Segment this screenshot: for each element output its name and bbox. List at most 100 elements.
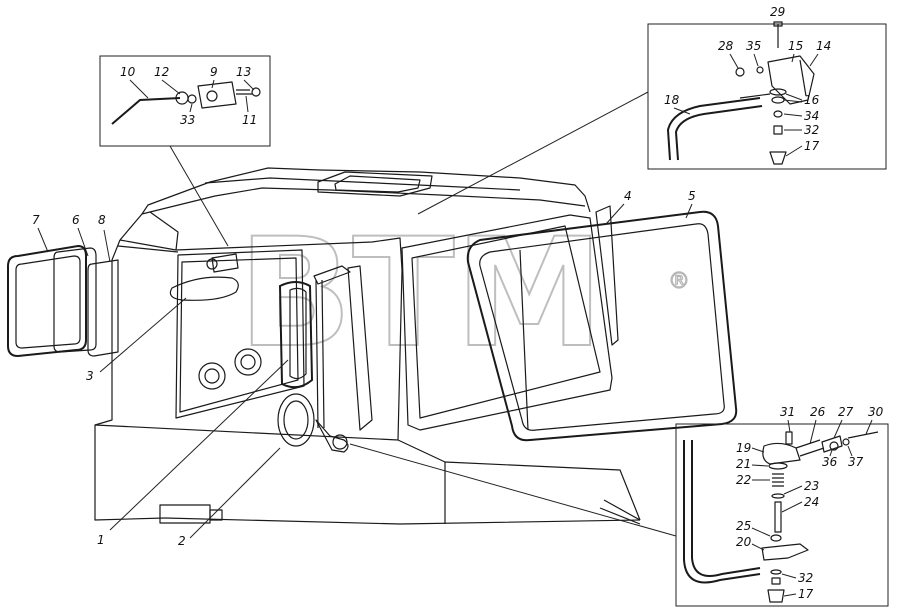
part-7-side-window bbox=[7, 244, 87, 358]
cab-roof-outline bbox=[141, 167, 591, 215]
leader-box3 bbox=[349, 443, 677, 537]
leader-2 bbox=[189, 447, 281, 539]
leader-23 bbox=[783, 485, 803, 495]
callout-26: 26 bbox=[810, 405, 826, 419]
spring-22 bbox=[772, 473, 784, 487]
leader-12 bbox=[161, 79, 181, 95]
gauge-left-inner bbox=[204, 368, 220, 384]
part-4-strip bbox=[595, 205, 619, 346]
washer-16 bbox=[769, 88, 787, 96]
leader-20 bbox=[751, 543, 765, 551]
windshield-divider bbox=[519, 249, 529, 431]
callout-24: 24 bbox=[804, 495, 819, 509]
leader-16 bbox=[783, 93, 803, 103]
leader-5 bbox=[685, 203, 693, 219]
mirror-bracket-bolt bbox=[206, 258, 218, 270]
cap-17 bbox=[769, 151, 787, 165]
callouts: 1 2 3 4 5 6 7 8 10 12 9 13 33 11 bbox=[32, 5, 884, 601]
handle-lower-inner bbox=[691, 440, 761, 577]
leader-9 bbox=[211, 79, 215, 89]
grille-lines bbox=[599, 499, 641, 525]
roof-hatch-inner bbox=[334, 175, 421, 193]
callout-32b: 32 bbox=[798, 571, 813, 585]
callout-19: 19 bbox=[736, 441, 751, 455]
callout-37: 37 bbox=[848, 455, 864, 469]
rear-window-opening bbox=[179, 257, 299, 413]
leader-6 bbox=[77, 227, 89, 257]
leader-box2 bbox=[417, 91, 649, 215]
leader-30 bbox=[865, 419, 873, 435]
pin-24 bbox=[774, 501, 782, 533]
a-pillar bbox=[347, 265, 373, 431]
callout-9: 9 bbox=[210, 65, 218, 79]
leader-27 bbox=[833, 419, 843, 439]
callout-20: 20 bbox=[736, 535, 752, 549]
nut-32 bbox=[773, 125, 783, 135]
leader-21 bbox=[751, 464, 769, 467]
mirror-bracket-top bbox=[211, 253, 239, 273]
bracket-15-edge bbox=[799, 59, 807, 97]
leader-17a bbox=[785, 145, 803, 157]
side-glass-8 bbox=[87, 259, 119, 357]
washer-32b bbox=[770, 569, 782, 575]
leader-32b bbox=[781, 573, 797, 579]
handle-lower bbox=[683, 440, 761, 584]
callout-16: 16 bbox=[804, 93, 820, 107]
mirror-right-glass bbox=[289, 287, 307, 380]
leader-13 bbox=[243, 79, 255, 91]
cap-17b bbox=[767, 589, 785, 603]
washer-37 bbox=[842, 438, 850, 446]
cab-roof-rib bbox=[204, 177, 521, 191]
leader-lines bbox=[169, 91, 677, 537]
leader-19 bbox=[751, 447, 765, 453]
leader-14 bbox=[809, 53, 819, 67]
side-window-glass-7 bbox=[15, 255, 81, 349]
roof-hatch bbox=[317, 171, 433, 197]
leader-28 bbox=[729, 53, 739, 69]
cab-bottom-line bbox=[164, 517, 641, 525]
detail-box-top-left bbox=[99, 55, 271, 147]
cab-left-top bbox=[119, 211, 179, 251]
callout-28: 28 bbox=[718, 39, 734, 53]
step-bracket bbox=[209, 509, 223, 521]
mirror-rod-2 bbox=[321, 279, 325, 429]
nut-33 bbox=[187, 94, 197, 104]
side-window-seal-6 bbox=[53, 247, 97, 353]
mirror-lower-bracket bbox=[315, 419, 349, 453]
callout-34: 34 bbox=[804, 109, 819, 123]
leader-17b bbox=[783, 593, 797, 597]
cab-lower-line bbox=[94, 424, 641, 521]
rod-10 bbox=[111, 97, 181, 125]
callout-8: 8 bbox=[98, 213, 106, 227]
screw-31 bbox=[785, 431, 793, 445]
part-6-seal bbox=[53, 247, 97, 353]
detail-box-3-frame bbox=[675, 423, 889, 607]
mirror-right-assembly bbox=[277, 265, 351, 453]
callout-14: 14 bbox=[816, 39, 831, 53]
callout-5: 5 bbox=[688, 189, 696, 203]
callout-25: 25 bbox=[736, 519, 751, 533]
callout-18: 18 bbox=[664, 93, 680, 107]
leader-26 bbox=[809, 419, 817, 445]
callout-17a: 17 bbox=[804, 139, 820, 153]
cab-left-side bbox=[94, 239, 166, 521]
leader-10 bbox=[129, 79, 149, 99]
mirror-arm-upper bbox=[313, 265, 351, 285]
washer-21 bbox=[768, 462, 788, 470]
cab-side-rail bbox=[117, 245, 179, 253]
washer-35 bbox=[756, 66, 764, 74]
leader-33 bbox=[189, 103, 193, 113]
housing-19 bbox=[762, 442, 801, 465]
leader-11 bbox=[245, 95, 249, 113]
washer-16b bbox=[771, 96, 785, 104]
mirror-rod bbox=[315, 279, 319, 429]
callout-6: 6 bbox=[72, 213, 80, 227]
leader-7 bbox=[37, 227, 49, 253]
washer-34 bbox=[773, 110, 783, 118]
callout-21: 21 bbox=[736, 457, 751, 471]
cab-roof-edge bbox=[149, 187, 586, 213]
callout-10: 10 bbox=[120, 65, 136, 79]
bolt-11 bbox=[236, 89, 252, 95]
mirror-lower-glass bbox=[283, 400, 309, 440]
washer-36 bbox=[829, 441, 839, 451]
